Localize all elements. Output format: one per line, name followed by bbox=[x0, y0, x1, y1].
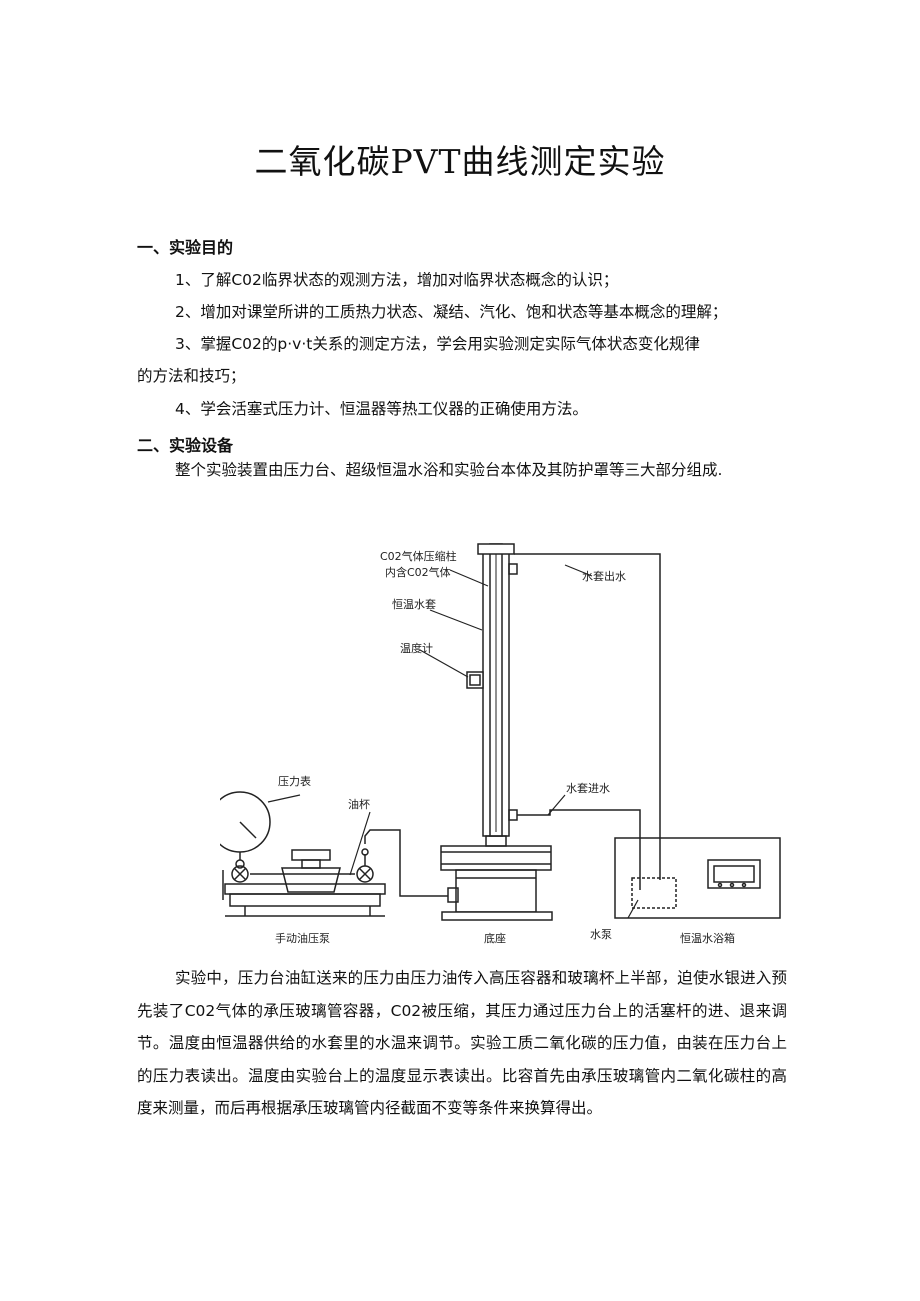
purpose-item-3: 3、掌握C02的p·v·t关系的测定方法，学会用实验测定实际气体状态变化规律 bbox=[175, 335, 700, 353]
label-jacket: 恒温水套 bbox=[392, 598, 436, 611]
oil-cup-icon bbox=[291, 849, 331, 861]
water-bath-icon bbox=[614, 837, 781, 919]
label-thermometer: 温度计 bbox=[400, 641, 433, 655]
valve-left-icon bbox=[231, 865, 249, 883]
label-gauge: 压力表 bbox=[278, 774, 311, 788]
label-bath: 恒温水浴箱 bbox=[680, 931, 735, 945]
column-top-icon bbox=[477, 543, 515, 555]
section-heading-purpose: 一、实验目的 bbox=[137, 238, 234, 257]
label-water-out: 水套出水 bbox=[582, 569, 626, 583]
thermometer-icon bbox=[466, 671, 484, 689]
hand-pump-icon bbox=[229, 893, 381, 907]
label-oil-cup: 油杯 bbox=[348, 797, 370, 811]
base-icon bbox=[440, 845, 552, 871]
label-water-in: 水套进水 bbox=[566, 782, 610, 795]
label-base: 底座 bbox=[484, 931, 506, 945]
label-water-pump: 水泵 bbox=[590, 928, 612, 941]
label-column-1: C02气体压缩柱 bbox=[380, 549, 457, 563]
label-column-2: 内含C02气体 bbox=[385, 565, 451, 579]
purpose-item-1: 1、了解C02临界状态的观测方法，增加对临界状态概念的认识； bbox=[175, 271, 619, 289]
equipment-intro: 整个实验装置由压力台、超级恒温水浴和实验台本体及其防护罩等三大部分组成. bbox=[175, 461, 723, 479]
apparatus-diagram: C02气体压缩柱 内含C02气体 水套出水 恒温水套 温度计 压力表 水套进水 … bbox=[220, 543, 781, 945]
bath-display-icon bbox=[707, 859, 761, 889]
label-pump: 手动油压泵 bbox=[275, 931, 330, 945]
page-title: 二氧化碳PVT曲线测定实验 bbox=[254, 142, 666, 181]
purpose-item-2: 2、增加对课堂所讲的工质热力状态、凝结、汽化、饱和状态等基本概念的理解； bbox=[175, 303, 728, 321]
experiment-paragraph: 实验中，压力台油缸送来的压力由压力油传入高压容器和玻璃杯上半部，迫使水银进入预先… bbox=[137, 969, 787, 1117]
section-heading-equipment: 二、实验设备 bbox=[137, 436, 234, 455]
purpose-item-3-cont: 的方法和技巧； bbox=[137, 367, 246, 385]
purpose-item-4: 4、学会活塞式压力计、恒温器等热工仪器的正确使用方法。 bbox=[175, 400, 588, 418]
water-pump-icon bbox=[631, 877, 677, 909]
pressure-gauge-icon bbox=[220, 791, 271, 853]
